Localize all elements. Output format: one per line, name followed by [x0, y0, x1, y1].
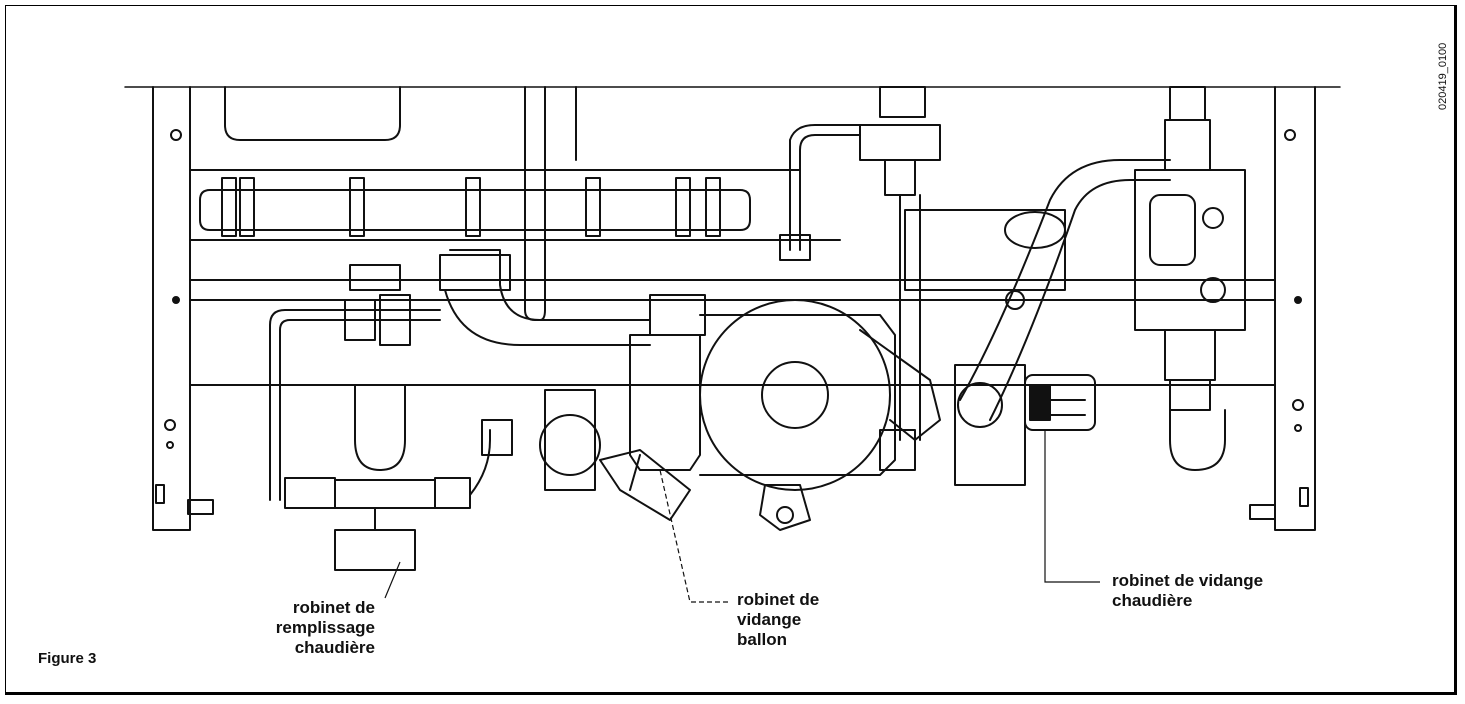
- flange-bolts: [221, 177, 721, 237]
- label-tank-drain-valve: robinet de vidange ballon: [737, 590, 820, 649]
- circulation-pump: [629, 294, 941, 531]
- fill-valve: [284, 419, 513, 571]
- reference-code: 020419_0100: [1437, 42, 1449, 110]
- label-boiler-drain-valve: robinet de vidange chaudière: [1112, 571, 1264, 610]
- tank-drain-valve: [539, 389, 691, 521]
- figure-caption: Figure 3: [38, 650, 97, 667]
- leader-boiler-drain-valve: [1044, 430, 1100, 583]
- left-frame: [152, 86, 214, 531]
- right-frame: [1249, 86, 1316, 531]
- leader-fill-valve: [384, 561, 401, 599]
- manifold: [779, 86, 1066, 471]
- left-pipe-loop: [269, 264, 441, 501]
- boiler-drain-valve: [954, 159, 1171, 486]
- figure-frame: [5, 5, 1457, 695]
- leader-tank-drain-valve: [659, 469, 728, 603]
- gas-valve: [1134, 86, 1246, 471]
- label-fill-valve: robinet de remplissage chaudière: [275, 598, 375, 657]
